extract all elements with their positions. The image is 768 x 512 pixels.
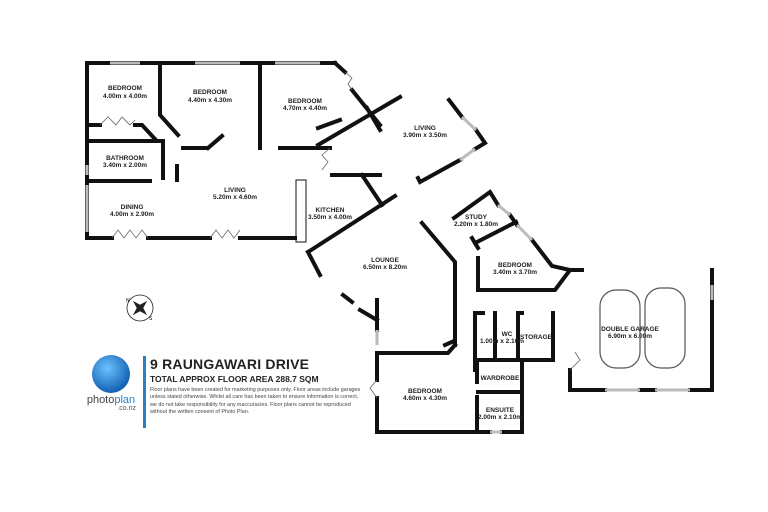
room-name-dining: DINING xyxy=(121,204,144,211)
floor-area: TOTAL APPROX FLOOR AREA 288.7 SQM xyxy=(150,374,319,384)
door-bedroom3 xyxy=(344,71,353,91)
compass-icon: N S xyxy=(126,294,154,322)
room-name-lounge: LOUNGE xyxy=(371,257,399,264)
compass-south: S xyxy=(149,316,153,322)
room-dims-garage: 6.90m x 6.00m xyxy=(608,333,652,340)
door-dining xyxy=(111,229,149,239)
logo-brand-a: photo xyxy=(86,394,115,406)
room-dims-bedroom3: 4.70m x 4.40m xyxy=(283,105,327,112)
wall-living2-cross xyxy=(364,105,383,133)
wall-bedroom1-closet xyxy=(133,123,158,142)
room-name-bedroom5: BEDROOM xyxy=(408,388,442,395)
room-name-bedroom4: BEDROOM xyxy=(498,262,532,269)
wall-bedroom-divider-1 xyxy=(158,61,181,138)
logo-wordmark: photoplan xyxy=(80,394,142,406)
room-name-bedroom3: BEDROOM xyxy=(288,98,322,105)
room-dims-dining: 4.00m x 2.90m xyxy=(110,211,154,218)
doors xyxy=(99,71,581,399)
wall-bathroom xyxy=(85,139,165,180)
divider xyxy=(143,356,146,428)
house-icon xyxy=(92,355,130,393)
room-name-garage: DOUBLE GARAGE xyxy=(601,326,659,333)
wall-bedroom5 xyxy=(375,342,458,382)
wall-living2-bottom xyxy=(415,157,463,185)
wall-lounge-right xyxy=(419,220,457,347)
room-name-study: STUDY xyxy=(465,214,488,221)
room-dims-bathroom: 3.40m x 2.00m xyxy=(103,162,147,169)
room-name-bedroom1: BEDROOM xyxy=(108,85,142,92)
window xyxy=(515,223,534,242)
room-dims-wc: 1.00m x 2.10m xyxy=(480,338,524,345)
room-name-living2: LIVING xyxy=(414,125,436,132)
window xyxy=(460,115,478,132)
room-dims-bedroom1: 4.00m x 4.00m xyxy=(103,93,147,100)
wall-living2-corner xyxy=(472,127,488,152)
room-dims-ensuite: 2.00m x 2.10m xyxy=(478,414,522,421)
property-address: 9 RAUNGAWARI DRIVE xyxy=(150,356,310,372)
kitchen-bench xyxy=(295,179,307,243)
window xyxy=(459,147,476,162)
window xyxy=(497,203,511,217)
room-name-wardrobe: WARDROBE xyxy=(481,375,520,382)
room-name-storage: STORAGE xyxy=(520,334,553,341)
photoplan-logo: photoplan .co.nz xyxy=(80,355,142,430)
wall-garage-bottom xyxy=(568,368,607,392)
wall-kitchen-inner xyxy=(359,172,385,208)
room-labels: BEDROOM 4.00m x 4.00m BEDROOM 4.40m x 4.… xyxy=(103,85,660,421)
room-dims-living1: 5.20m x 4.60m xyxy=(213,194,257,201)
wall-study-top xyxy=(451,189,501,221)
door-bedroom5 xyxy=(369,379,378,399)
door-living2 xyxy=(321,147,331,171)
wall-living2-right xyxy=(446,97,465,120)
room-dims-bedroom2: 4.40m x 4.30m xyxy=(188,97,232,104)
car-icons xyxy=(599,287,686,369)
room-name-living1: LIVING xyxy=(224,187,246,194)
wall-lounge-lower xyxy=(357,307,380,323)
car-icon xyxy=(599,289,641,369)
wall-kitchen-diag xyxy=(305,193,398,255)
room-name-bedroom2: BEDROOM xyxy=(193,89,227,96)
room-name-ensuite: ENSUITE xyxy=(486,407,515,414)
wall-bedroom3-closet xyxy=(315,117,343,131)
room-dims-study: 2.20m x 1.80m xyxy=(454,221,498,228)
door-garage xyxy=(569,351,581,371)
room-name-bathroom: BATHROOM xyxy=(106,155,144,162)
room-name-kitchen: KITCHEN xyxy=(316,207,345,214)
room-dims-lounge: 6.50m x 8.20m xyxy=(363,264,407,271)
door-living xyxy=(209,229,241,239)
wall-garage xyxy=(688,268,714,392)
wall-lounge-left-2 xyxy=(340,292,355,305)
room-name-wc: WC xyxy=(502,331,513,338)
logo-domain: .co.nz xyxy=(117,405,136,412)
wall-study-left xyxy=(469,235,481,251)
walls xyxy=(85,60,714,434)
wall-living2-top xyxy=(315,94,403,148)
wall-study-bottom xyxy=(472,219,519,246)
wall-bedroom2-closet xyxy=(205,133,225,151)
car-icon xyxy=(644,287,686,369)
logo-brand-b: plan xyxy=(114,394,136,406)
property-info: 9 RAUNGAWARI DRIVE TOTAL APPROX FLOOR AR… xyxy=(150,356,365,417)
disclaimer: Floor plans have been created for market… xyxy=(150,387,361,416)
wall-bedroom4-right xyxy=(476,237,574,292)
room-dims-bedroom4: 3.40m x 3.70m xyxy=(493,269,537,276)
wall-lounge-left xyxy=(305,249,323,278)
wall-bedroom5-bottom xyxy=(375,396,492,434)
room-dims-kitchen: 3.50m x 4.00m xyxy=(308,214,352,221)
room-dims-living2: 3.90m x 3.50m xyxy=(403,132,447,139)
room-dims-bedroom5: 4.60m x 4.30m xyxy=(403,395,447,402)
wall-bedroom3-diag xyxy=(332,60,348,75)
windows xyxy=(85,61,714,434)
door-closet xyxy=(99,116,136,126)
compass-north: N xyxy=(126,298,130,304)
wall-storage-right xyxy=(473,311,555,362)
wall-lounge-stub xyxy=(442,338,457,348)
